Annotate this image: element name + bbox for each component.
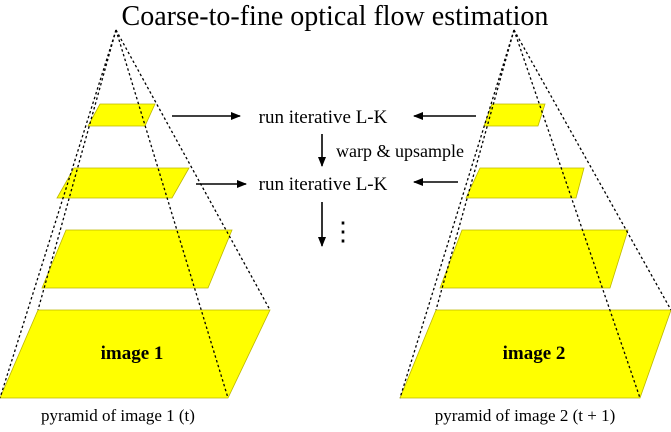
continuation-dots: ⋮ [330, 217, 356, 246]
pyramid-2-level-0 [399, 309, 671, 399]
image-1-label: image 1 [101, 343, 164, 364]
pyramid-1-edge-left [0, 29, 117, 399]
pyramid-1-edge-right [115, 29, 271, 311]
step-1-label: run iterative L-K [259, 107, 388, 128]
caption-pyramid-2: pyramid of image 2 (t + 1) [435, 406, 615, 425]
pyramid-2-level-1 [439, 229, 629, 289]
pyramid-1-level-2 [56, 167, 190, 199]
pyramid-1-level-0 [0, 309, 271, 399]
pyramid-2-level-3 [483, 103, 546, 127]
pyramid-2-edge-left [399, 29, 515, 399]
diagram-title: Coarse-to-fine optical flow estimation [122, 1, 549, 32]
pyramid-1-edge-back [37, 29, 117, 311]
caption-pyramid-1: pyramid of image 1 (t) [41, 406, 195, 425]
pyramid-image-2: image 2 [399, 29, 671, 399]
pyramid-2-edge-right [513, 29, 671, 311]
pyramid-image-1: image 1 [0, 29, 271, 399]
pyramid-2-edge-back [435, 29, 515, 311]
pyramid-2-level-2 [465, 167, 585, 199]
pyramid-1-edge-front [115, 29, 229, 399]
pyramid-1-level-1 [41, 229, 233, 289]
image-2-label: image 2 [503, 343, 566, 364]
pyramid-1-level-3 [87, 103, 156, 127]
process-steps: run iterative L-K warp & upsample run it… [172, 107, 476, 247]
warp-upsample-label: warp & upsample [336, 141, 464, 161]
step-2-label: run iterative L-K [259, 174, 388, 195]
